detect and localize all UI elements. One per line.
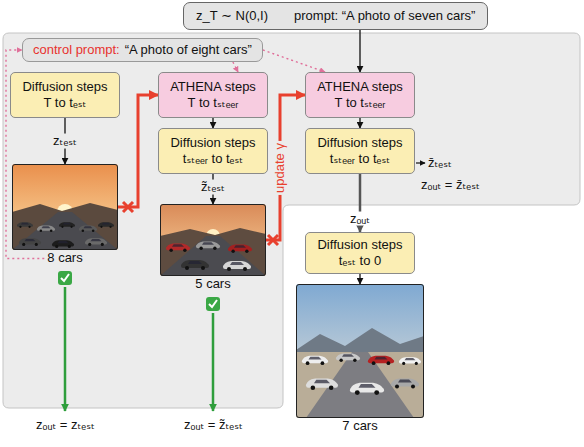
accept-arrow — [212, 313, 215, 411]
image-frame: 5 cars — [160, 204, 266, 276]
edge-label: zₒᵤₜ — [348, 211, 372, 226]
edge-label: zₜₑₛₜ — [51, 134, 79, 149]
connector — [263, 50, 325, 72]
latent-label: zₒᵤₜ = z̃ₜₑₛₜ — [184, 418, 243, 433]
athena-box: ATHENA steps T to tₛₜₑₑᵣ — [305, 72, 415, 118]
connector — [212, 118, 213, 128]
node-text: Diffusion steps tₛₜₑₑᵣ to tₑₛₜ — [165, 135, 261, 166]
leader-arrow — [416, 162, 425, 163]
check-icon — [58, 271, 72, 285]
diffusion-box: Diffusion steps tₛₜₑₑᵣ to tₑₛₜ — [305, 128, 415, 174]
control-prompt-box: control prompt: “A photo of eight cars” — [22, 38, 263, 62]
image-frame: 8 cars — [12, 164, 118, 250]
image-caption: 7 cars — [342, 419, 377, 434]
node-text: “A photo of eight cars” — [125, 42, 252, 58]
connector — [266, 95, 305, 240]
node-text: Diffusion steps tₑₛₜ to 0 — [312, 237, 408, 268]
latent-label: zₒᵤₜ = zₜₑₛₜ — [36, 418, 95, 433]
check-icon — [206, 297, 220, 311]
connector — [233, 62, 238, 72]
node-text: z_T ∼ N(0,I) — [196, 8, 268, 24]
diffusion-box: Diffusion steps tₛₜₑₑᵣ to tₑₛₜ — [158, 128, 268, 174]
prompt-box: z_T ∼ N(0,I) prompt: “A photo of seven ca… — [183, 2, 488, 30]
car-photo — [160, 204, 266, 276]
image-caption: 5 cars — [195, 277, 230, 292]
connector — [359, 274, 360, 284]
check-mark — [209, 300, 217, 307]
accept-arrow — [64, 287, 67, 411]
node-text: control prompt: — [33, 42, 120, 58]
grey-panel — [3, 33, 580, 408]
latent-label: zₒᵤₜ = z̄ₜₑₛₜ — [421, 178, 480, 193]
connector — [118, 95, 158, 207]
car-photo — [12, 164, 118, 250]
connector — [359, 118, 360, 128]
node-text: ATHENA steps T to tₛₜₑₑᵣ — [312, 79, 408, 110]
image-caption: 8 cars — [47, 251, 82, 266]
latent-label: z̄ₜₑₛₜ — [428, 156, 452, 171]
node-text: Diffusion steps tₛₜₑₑᵣ to tₑₛₜ — [312, 135, 408, 166]
node-text: ATHENA steps T to tₛₜₑₑᵣ — [165, 79, 261, 110]
node-text: prompt: “A photo of seven cars” — [294, 8, 475, 24]
edge-label: z̃ₜₑₛₜ — [199, 180, 227, 195]
edge-label: update γ — [273, 141, 288, 195]
car-photo — [296, 284, 424, 418]
diffusion-box: Diffusion steps tₑₛₜ to 0 — [305, 232, 415, 274]
image-frame: 7 cars — [296, 284, 424, 418]
diffusion-box: Diffusion steps T to tₑₛₜ — [10, 72, 120, 118]
athena-box: ATHENA steps T to tₛₜₑₑᵣ — [158, 72, 268, 118]
check-mark — [61, 274, 69, 281]
node-text: Diffusion steps T to tₑₛₜ — [17, 79, 113, 110]
connector — [359, 30, 360, 72]
